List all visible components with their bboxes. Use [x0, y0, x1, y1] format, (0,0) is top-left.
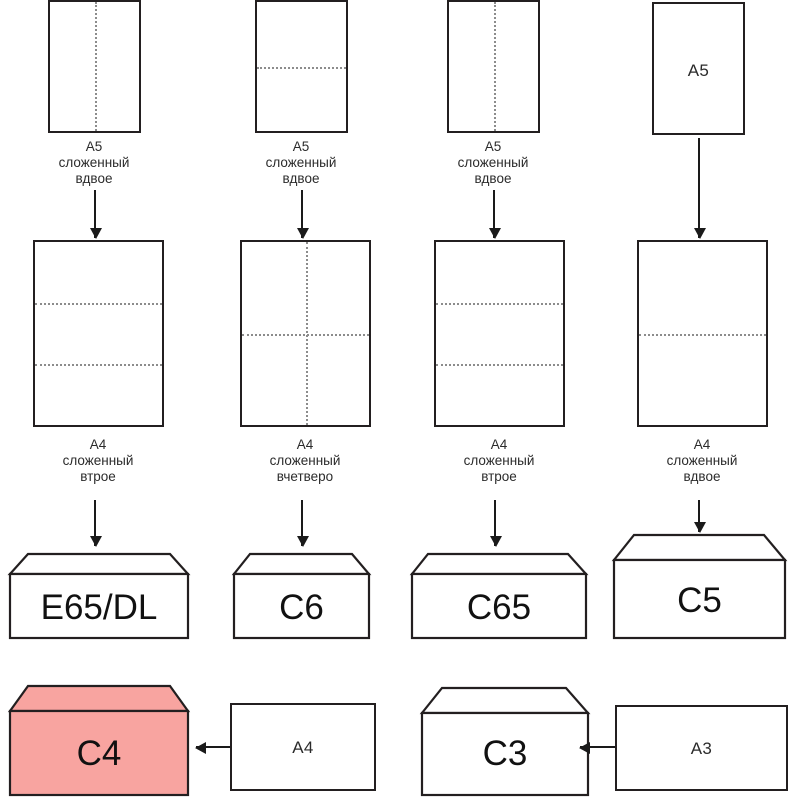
- arrow-down-a4-col2: [297, 500, 309, 547]
- paper-sheet-a5-col1: [48, 0, 141, 133]
- paper-sheet-a5-col3: [447, 0, 540, 133]
- paper-sheet-a4-col2: [240, 240, 371, 427]
- envelope-c6[interactable]: C6: [231, 552, 372, 640]
- paper-sheet-a4-bottom: A4: [230, 703, 376, 791]
- arrow-left-a4-to-c4: [195, 742, 230, 754]
- paper-label-a5: A5: [687, 61, 710, 80]
- fold-line-horizontal: [639, 333, 766, 336]
- envelope-label-e65-dl: E65/DL: [40, 588, 158, 627]
- paper-sheet-a3-bottom: A3: [615, 705, 788, 791]
- paper-label-a4: A4: [292, 738, 314, 757]
- arrow-down-a4-col4: [694, 500, 706, 533]
- envelope-shape: [419, 686, 591, 797]
- envelope-c3[interactable]: C3: [419, 686, 591, 797]
- envelope-shape: [231, 552, 372, 640]
- envelope-c5[interactable]: C5: [611, 533, 788, 640]
- fold-line-horizontal: [35, 302, 162, 305]
- fold-line-horizontal: [436, 363, 563, 366]
- caption-a4-col2: A4 сложенный вчетверо: [269, 437, 341, 484]
- envelope-shape: [7, 552, 191, 640]
- envelope-label-c5: C5: [677, 581, 722, 620]
- fold-line-horizontal: [436, 302, 563, 305]
- arrow-left-a3-to-c3: [579, 742, 616, 754]
- arrow-down-col4: [694, 138, 706, 239]
- caption-a5-col1: A5 сложенный вдвое: [58, 139, 130, 186]
- envelope-c65[interactable]: C65: [409, 552, 589, 640]
- caption-a5-col2: A5 сложенный вдвое: [265, 139, 337, 186]
- arrow-down-col3: [489, 190, 501, 239]
- envelope-label-c65: C65: [466, 588, 532, 627]
- paper-sheet-a5-col2: [255, 0, 348, 133]
- caption-a5-col3: A5 сложенный вдвое: [457, 139, 529, 186]
- paper-sheet-a4-col1: [33, 240, 164, 427]
- envelope-shape: [611, 533, 788, 640]
- paper-sheet-a4-col4: [637, 240, 768, 427]
- envelope-shape: [7, 684, 191, 797]
- fold-line-vertical: [305, 242, 308, 425]
- envelope-label-c3: C3: [482, 734, 528, 773]
- envelope-label-c6: C6: [279, 588, 324, 627]
- paper-sheet-a4-col3: [434, 240, 565, 427]
- fold-line-vertical: [94, 2, 97, 131]
- envelope-label-c4: C4: [76, 734, 122, 773]
- caption-a4-col4: A4 сложенный вдвое: [666, 437, 738, 484]
- arrow-down-col2: [297, 190, 309, 239]
- fold-line-vertical: [493, 2, 496, 131]
- paper-sheet-a5-col4: A5: [652, 2, 745, 135]
- arrow-down-a4-col3: [490, 500, 502, 547]
- arrow-down-a4-col1: [90, 500, 102, 547]
- envelope-shape: [409, 552, 589, 640]
- fold-line-horizontal: [35, 363, 162, 366]
- arrow-down-col1: [90, 190, 102, 239]
- caption-a4-col1: A4 сложенный втрое: [62, 437, 134, 484]
- caption-a4-col3: A4 сложенный втрое: [463, 437, 535, 484]
- envelope-c4[interactable]: C4: [7, 684, 191, 797]
- fold-line-horizontal: [257, 66, 346, 69]
- paper-label-a3: A3: [690, 739, 713, 758]
- envelope-e65-dl[interactable]: E65/DL: [7, 552, 191, 640]
